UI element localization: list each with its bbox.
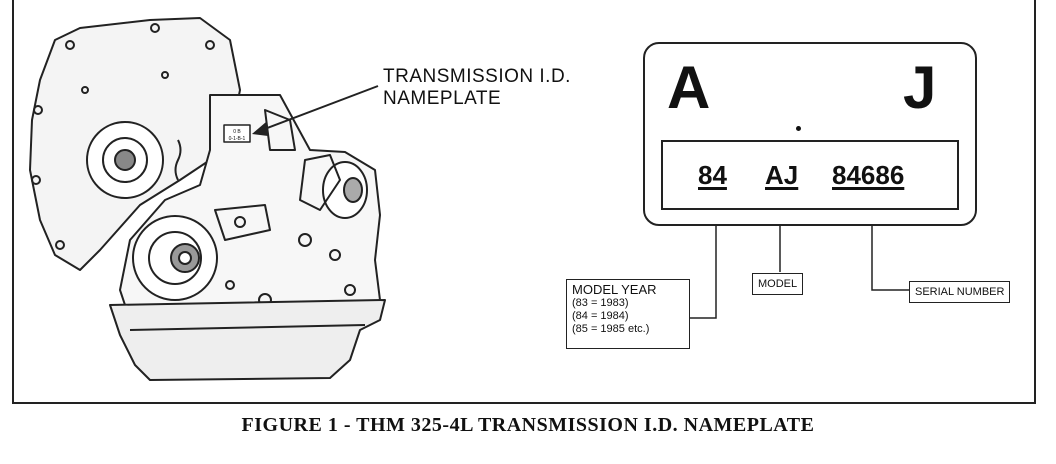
transmission-illustration: 0 B 0-1-B-1 bbox=[29, 17, 386, 381]
callout-line2: NAMEPLATE bbox=[383, 88, 502, 109]
small-plate-line1: 0 B bbox=[233, 129, 241, 135]
figure-caption: FIGURE 1 - THM 325-4L TRANSMISSION I.D. … bbox=[241, 414, 815, 436]
callout-arrow bbox=[252, 85, 379, 136]
serial-number-label: SERIAL NUMBER bbox=[909, 281, 1011, 303]
small-plate-line2: 0-1-B-1 bbox=[229, 136, 246, 142]
year-code: 84 bbox=[698, 160, 727, 190]
nameplate-callout: TRANSMISSION I.D. NAMEPLATE bbox=[383, 66, 571, 110]
model-year-line-83: (83 = 1983) bbox=[572, 297, 629, 309]
nameplate-letter-left: A bbox=[667, 54, 711, 121]
year-leader-line bbox=[686, 192, 717, 319]
serial-code: 84686 bbox=[832, 160, 905, 190]
figure-frame bbox=[12, 0, 1036, 404]
nameplate-dot bbox=[796, 126, 801, 131]
model-year-title: MODEL YEAR bbox=[572, 282, 657, 297]
model-label: MODEL bbox=[752, 273, 804, 295]
nameplate-detail: A J 84 AJ 84686 bbox=[643, 42, 977, 226]
callout-line1: TRANSMISSION I.D. bbox=[383, 66, 571, 87]
model-year-legend: MODEL YEAR (83 = 1983) (84 = 1984) (85 =… bbox=[566, 279, 690, 349]
nameplate-code-panel: 84 AJ 84686 bbox=[661, 140, 959, 210]
nameplate-letter-right: J bbox=[903, 54, 937, 121]
model-year-line-84: (84 = 1984) bbox=[572, 310, 629, 322]
model-code: AJ bbox=[765, 160, 799, 190]
model-year-line-85: (85 = 1985 etc.) bbox=[572, 323, 650, 335]
